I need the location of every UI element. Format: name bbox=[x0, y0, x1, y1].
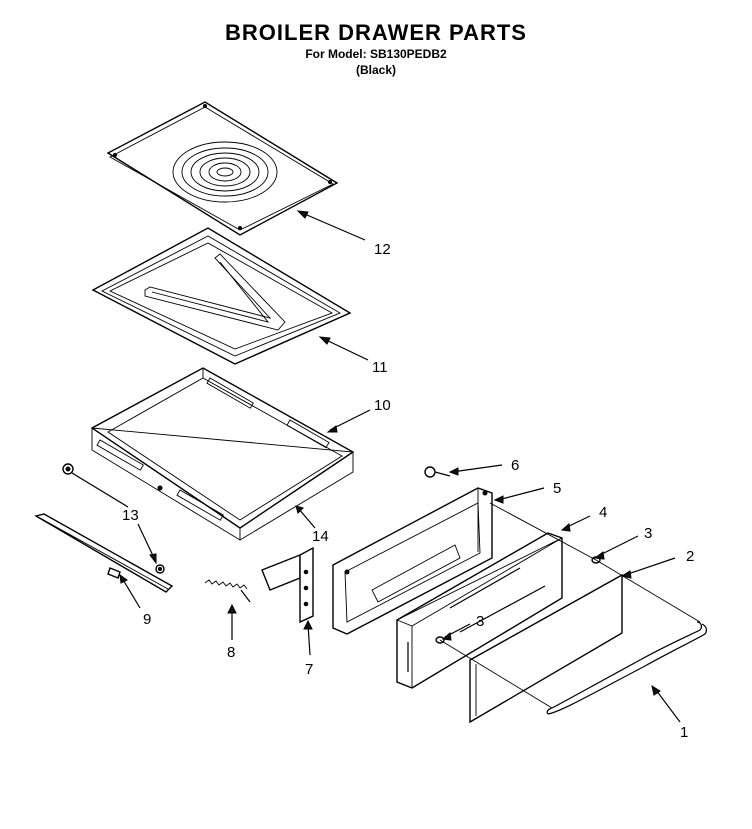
part-1-drawer-front bbox=[469, 573, 708, 724]
arrow-11 bbox=[318, 336, 331, 345]
arrow-6 bbox=[448, 467, 459, 476]
arrow-4 bbox=[560, 523, 571, 532]
callout-13: 13 bbox=[122, 507, 139, 524]
diagram-title: BROILER DRAWER PARTS bbox=[225, 20, 527, 45]
part-13-screw bbox=[62, 463, 165, 574]
leader-3a bbox=[597, 535, 639, 557]
leader-13b bbox=[137, 523, 156, 561]
arrow-10 bbox=[326, 425, 338, 433]
part-8-spring bbox=[204, 579, 251, 603]
part-5-inner-panel bbox=[332, 487, 493, 635]
callout-1: 1 bbox=[680, 724, 688, 741]
arrow-8 bbox=[227, 603, 237, 614]
callout-5: 5 bbox=[553, 480, 561, 497]
callout-12: 12 bbox=[374, 241, 391, 258]
alignment-line bbox=[489, 502, 597, 561]
callout-6: 6 bbox=[511, 457, 519, 474]
leader-10 bbox=[329, 409, 371, 431]
arrow-3a bbox=[593, 551, 605, 560]
part-4-outer-panel bbox=[395, 532, 563, 689]
leader-9 bbox=[121, 577, 141, 609]
model-line: For Model: SB130PEDB2 bbox=[305, 47, 447, 61]
part-9-slide-rail bbox=[34, 513, 174, 593]
callout-10: 10 bbox=[374, 397, 391, 414]
part-7-bracket bbox=[261, 546, 314, 624]
leader-5 bbox=[497, 487, 545, 501]
arrow-1 bbox=[651, 684, 661, 696]
leader-14 bbox=[297, 507, 316, 529]
callout-2: 2 bbox=[686, 548, 694, 565]
callout-4: 4 bbox=[599, 504, 607, 521]
leader-11 bbox=[321, 337, 369, 361]
alignment-line bbox=[439, 639, 553, 709]
callout-14: 14 bbox=[312, 528, 329, 545]
leader-12 bbox=[299, 211, 366, 241]
leader-13a bbox=[71, 472, 129, 508]
leader-2 bbox=[624, 557, 676, 576]
arrow-13 bbox=[149, 553, 157, 565]
callout-3b: 3 bbox=[476, 613, 484, 630]
callout-11: 11 bbox=[372, 359, 388, 376]
arrow-9 bbox=[119, 573, 128, 584]
arrow-12 bbox=[296, 210, 309, 219]
alignment-line bbox=[595, 559, 701, 623]
arrow-5 bbox=[493, 495, 504, 504]
callout-3a: 3 bbox=[644, 525, 652, 542]
part-6-screw bbox=[424, 466, 451, 478]
part-10-drawer-body bbox=[90, 367, 355, 541]
callout-9: 9 bbox=[143, 611, 151, 628]
color-line: (Black) bbox=[355, 63, 396, 77]
arrow-7 bbox=[303, 619, 313, 630]
leader-1 bbox=[655, 689, 681, 723]
callout-7: 7 bbox=[305, 661, 313, 678]
arrow-3b bbox=[441, 632, 452, 641]
part-12-broiler-grid bbox=[106, 101, 339, 236]
arrow-2 bbox=[620, 570, 632, 579]
callout-8: 8 bbox=[227, 644, 235, 661]
arrow-14 bbox=[295, 505, 304, 514]
leader-6 bbox=[451, 464, 503, 473]
part-11-broiler-pan bbox=[91, 227, 352, 365]
